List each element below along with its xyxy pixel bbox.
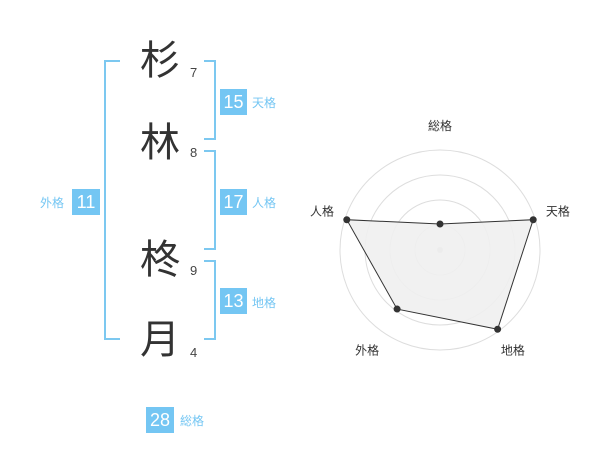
gaikaku-bracket xyxy=(104,60,120,340)
radar-axis-label: 天格 xyxy=(546,204,570,219)
chikaku-bracket xyxy=(204,260,216,340)
jinkaku-bracket xyxy=(204,150,216,250)
gaikaku-value: 11 xyxy=(72,189,100,215)
tenkaku-value: 15 xyxy=(220,89,247,115)
radar-point xyxy=(393,305,401,313)
radar-axis-label: 地格 xyxy=(501,342,525,357)
jinkaku-value: 17 xyxy=(220,189,247,215)
jinkaku-label: 人格 xyxy=(252,196,277,210)
radar-point xyxy=(436,220,444,228)
radar-axis-label: 総格 xyxy=(428,118,452,133)
name-char-3: 柊 xyxy=(140,237,180,283)
stroke-count-1: 7 xyxy=(190,65,198,80)
tenkaku-label: 天格 xyxy=(252,96,277,110)
radar-point xyxy=(529,216,537,224)
radar-point xyxy=(343,216,351,224)
radar-point xyxy=(494,325,502,333)
radar-axis-label: 外格 xyxy=(355,342,379,357)
stroke-count-2: 8 xyxy=(190,145,198,160)
stroke-count-4: 4 xyxy=(190,345,198,360)
tenkaku-bracket xyxy=(204,60,216,140)
gaikaku-label: 外格 xyxy=(40,196,65,210)
chikaku-label: 地格 xyxy=(252,296,277,310)
radar-axis-label: 人格 xyxy=(310,204,334,219)
radar-series-area xyxy=(345,219,534,330)
radar-points xyxy=(343,216,537,333)
name-char-4: 月 xyxy=(140,317,180,363)
soukaku-label: 総格 xyxy=(180,414,205,428)
radar-ring xyxy=(339,149,541,351)
soukaku-value: 28 xyxy=(146,407,174,433)
name-char-1: 杉 xyxy=(140,38,180,84)
chikaku-value: 13 xyxy=(220,288,247,314)
stroke-count-3: 9 xyxy=(190,263,198,278)
name-char-2: 林 xyxy=(140,120,180,166)
